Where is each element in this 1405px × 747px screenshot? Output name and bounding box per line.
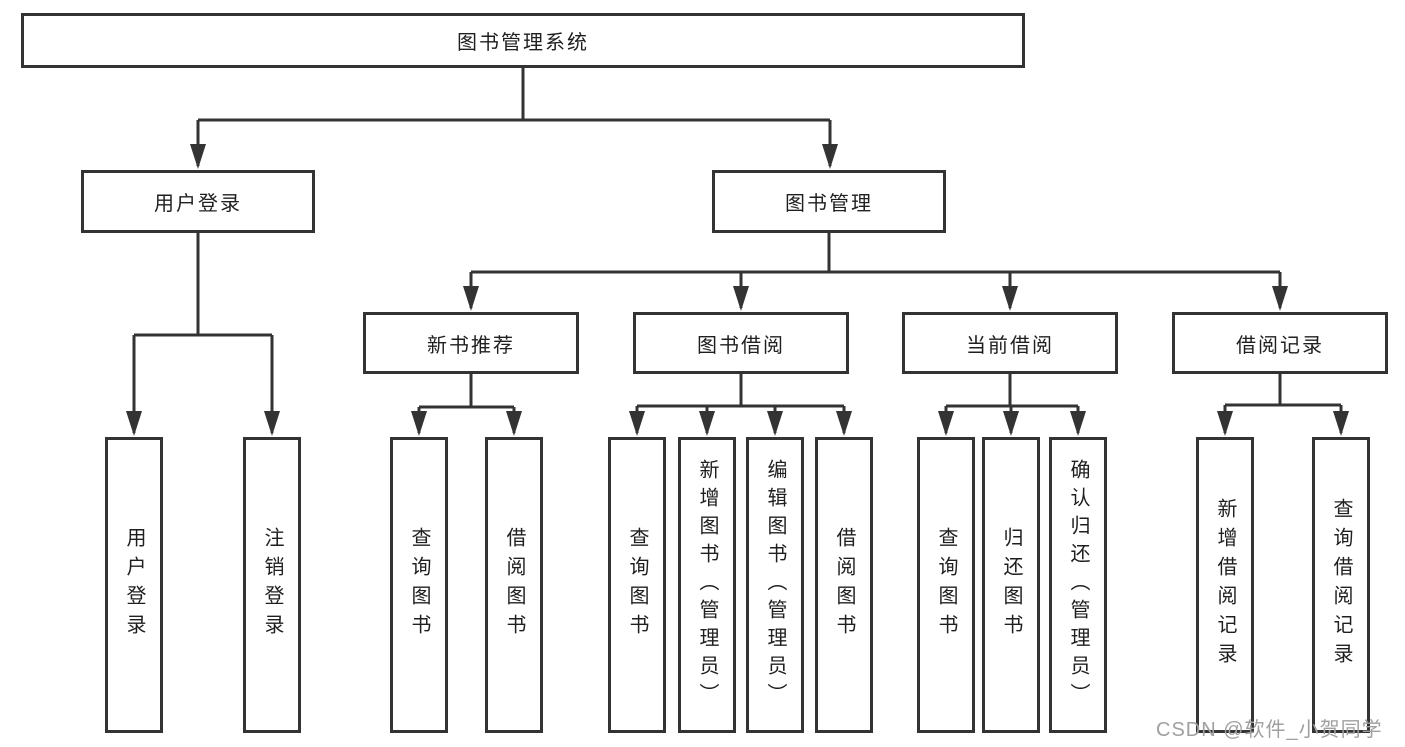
leaf-query-borrow-record: 查询借阅记录: [1312, 437, 1370, 733]
leaf-query-books-current: 查询图书: [917, 437, 975, 733]
node-book-management: 图书管理: [712, 170, 946, 233]
connector-borrowing-to-leaves: [635, 374, 846, 433]
node-new-book-recommendation: 新书推荐: [363, 312, 579, 374]
node-label: 新书推荐: [427, 334, 515, 357]
leaf-add-borrow-record: 新增借阅记录: [1196, 437, 1254, 733]
arrowhead-icon: [1272, 286, 1288, 311]
node-borrowing-records: 借阅记录: [1172, 312, 1388, 374]
leaf-label: 归还图书: [1000, 527, 1022, 643]
leaf-confirm-return-admin: 确认归还（管理员）: [1049, 437, 1107, 733]
connector-bookmgmt-to-level3: [469, 233, 1282, 308]
leaf-label: 用户登录: [123, 527, 145, 643]
node-label: 当前借阅: [966, 334, 1054, 357]
arrowhead-icon: [264, 411, 280, 436]
node-label: 用户登录: [154, 193, 242, 215]
arrowhead-icon: [836, 411, 852, 436]
leaf-borrow-books-recommend: 借阅图书: [485, 437, 543, 733]
connector-current-to-leaves: [944, 374, 1080, 433]
arrowhead-icon: [938, 411, 954, 436]
arrowhead-icon: [822, 144, 838, 169]
connector-records-to-leaves: [1223, 374, 1343, 433]
leaf-return-books: 归还图书: [982, 437, 1040, 733]
node-library-management-system: 图书管理系统: [21, 13, 1025, 68]
connector-root-to-level2: [196, 68, 832, 166]
leaf-query-books-borrowing: 查询图书: [608, 437, 666, 733]
leaf-label: 新增借阅记录: [1214, 498, 1236, 672]
node-book-borrowing: 图书借阅: [633, 312, 849, 374]
node-label: 图书管理系统: [457, 32, 589, 54]
arrowhead-icon: [1333, 411, 1349, 436]
leaf-label: 确认归还（管理员）: [1067, 459, 1089, 711]
leaf-label: 查询图书: [626, 527, 648, 643]
csdn-watermark: CSDN @软件_小贺同学: [1156, 719, 1383, 741]
connector-userlogin-to-leaves: [132, 233, 274, 433]
arrowhead-icon: [629, 411, 645, 436]
arrowhead-icon: [733, 286, 749, 311]
arrowhead-icon: [1217, 411, 1233, 436]
arrowhead-icon: [126, 411, 142, 436]
leaf-user-login: 用户登录: [105, 437, 163, 733]
leaf-label: 借阅图书: [833, 527, 855, 643]
arrowhead-icon: [767, 411, 783, 436]
leaf-query-books-recommend: 查询图书: [390, 437, 448, 733]
arrowhead-icon: [411, 411, 427, 436]
leaf-label: 编辑图书（管理员）: [764, 459, 786, 711]
leaf-add-book-admin: 新增图书（管理员）: [678, 437, 736, 733]
arrowhead-icon: [190, 144, 206, 169]
leaf-label: 查询图书: [935, 527, 957, 643]
arrowhead-icon: [463, 286, 479, 311]
arrowhead-icon: [1002, 286, 1018, 311]
leaf-logout: 注销登录: [243, 437, 301, 733]
leaf-label: 查询借阅记录: [1330, 498, 1352, 672]
connector-newbook-to-leaves: [417, 374, 516, 433]
leaf-label: 注销登录: [261, 527, 283, 643]
node-label: 图书管理: [785, 193, 873, 215]
arrowhead-icon: [506, 411, 522, 436]
node-current-borrowing: 当前借阅: [902, 312, 1118, 374]
leaf-label: 查询图书: [408, 527, 430, 643]
leaf-label: 新增图书（管理员）: [696, 459, 718, 711]
node-user-login: 用户登录: [81, 170, 315, 233]
node-label: 图书借阅: [697, 334, 785, 357]
arrowhead-icon: [699, 411, 715, 436]
arrowhead-icon: [1003, 411, 1019, 436]
leaf-label: 借阅图书: [503, 527, 525, 643]
node-label: 借阅记录: [1236, 334, 1324, 357]
leaf-edit-book-admin: 编辑图书（管理员）: [746, 437, 804, 733]
arrowhead-icon: [1070, 411, 1086, 436]
leaf-borrow-books-borrowing: 借阅图书: [815, 437, 873, 733]
